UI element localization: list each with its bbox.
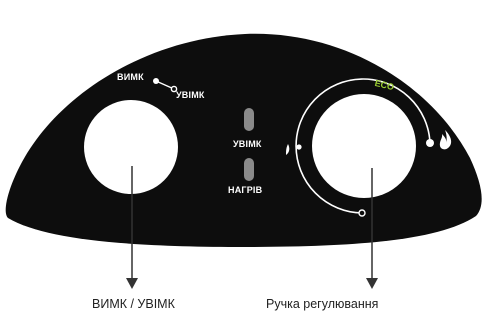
thermostat-min-dot [358, 209, 366, 217]
left-arrow-head [126, 278, 138, 289]
switch-on-label: УВІМК [176, 90, 205, 100]
temperature-control-knob[interactable] [312, 94, 416, 198]
caption-power-switch: ВИМК / УВІМК [92, 297, 175, 311]
switch-off-dot [153, 78, 159, 84]
low-temperature-icon [286, 144, 290, 155]
thermostat-low-dot [296, 144, 302, 150]
switch-on-dot [170, 85, 178, 93]
switch-off-label: ВИМК [117, 72, 144, 82]
heating-indicator-lamp [244, 158, 254, 181]
right-arrow-head [366, 278, 378, 289]
thermostat-scale-arc [295, 78, 431, 214]
thermostat-max-dot [426, 139, 434, 147]
power-indicator-lamp [244, 108, 254, 131]
power-switch-knob[interactable] [84, 100, 178, 194]
caption-temperature-knob: Ручка регулювання [266, 297, 379, 311]
heating-indicator-label: НАГРІВ [228, 185, 263, 195]
flame-icon [439, 130, 452, 150]
power-indicator-label: УВІМК [233, 139, 262, 149]
